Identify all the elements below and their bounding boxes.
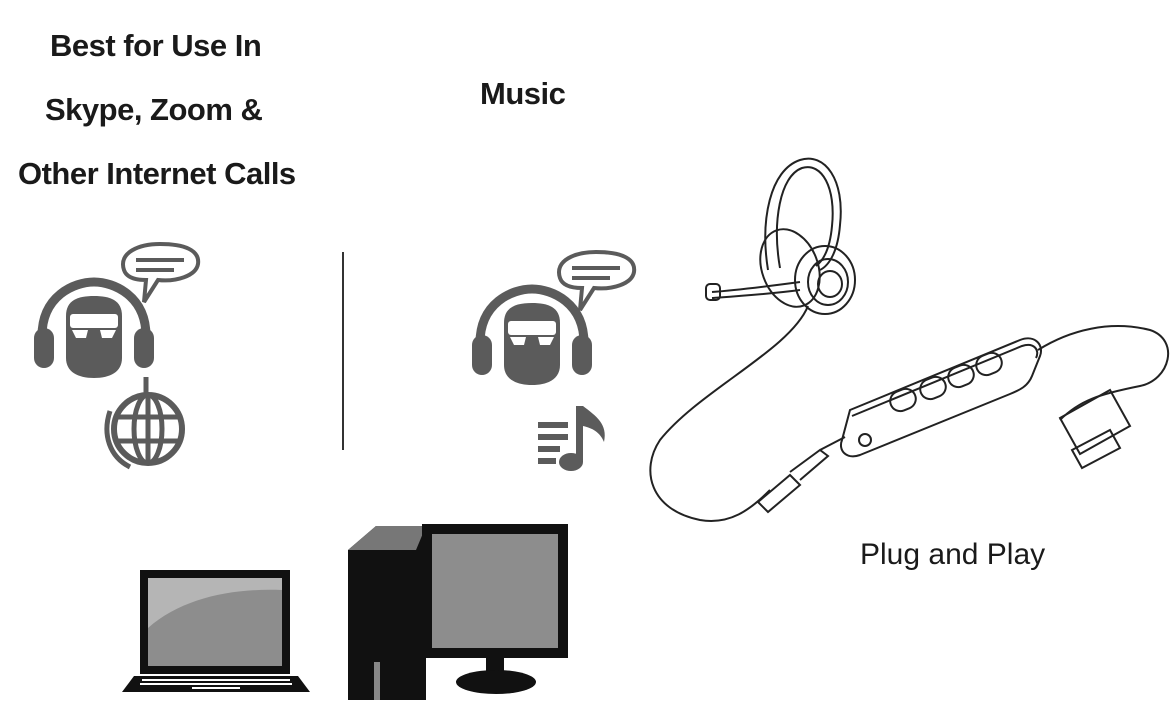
music-speech-bubble-icon bbox=[557, 249, 637, 312]
calls-heading-line-1: Best for Use In bbox=[50, 28, 262, 63]
laptop-icon bbox=[122, 570, 310, 692]
globe-icon bbox=[104, 377, 185, 470]
music-headset-user-icon bbox=[472, 284, 592, 385]
speech-bubble-icon bbox=[121, 241, 201, 304]
calls-heading-line-3: Other Internet Calls bbox=[18, 156, 296, 191]
headset-user-icon bbox=[34, 277, 154, 378]
music-playlist-icon bbox=[538, 406, 605, 471]
usb-headset-illustration bbox=[649, 157, 1169, 522]
plug-and-play-caption: Plug and Play bbox=[860, 538, 1046, 571]
music-heading: Music bbox=[480, 76, 566, 111]
calls-heading-line-2: Skype, Zoom & bbox=[45, 92, 263, 127]
desktop-computer-icon bbox=[348, 524, 568, 700]
column-divider bbox=[342, 252, 344, 450]
